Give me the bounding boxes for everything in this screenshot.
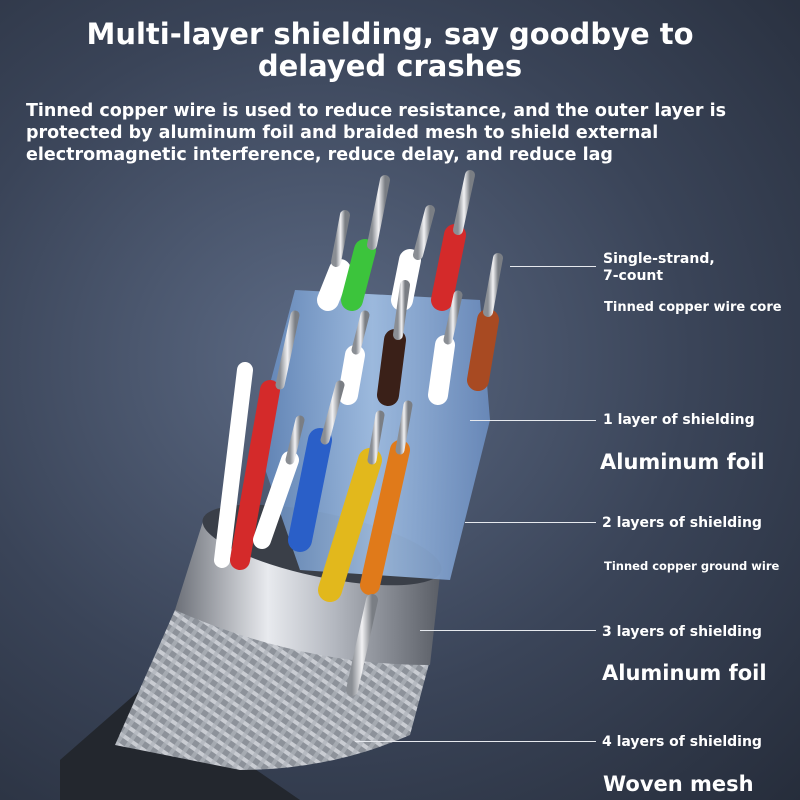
layer2-material: Tinned copper ground wire (604, 559, 780, 573)
callout-line-layer3 (420, 630, 596, 631)
layer1-label: 1 layer of shielding (603, 412, 755, 428)
core-label: Single-strand, 7-count (603, 251, 715, 284)
callout-line-layer1 (470, 420, 596, 421)
layer4-material: Woven mesh (603, 772, 754, 796)
page-description: Tinned copper wire is used to reduce res… (26, 101, 727, 165)
core-material-label: Tinned copper wire core (604, 300, 782, 315)
layer1-material: Aluminum foil (600, 450, 765, 474)
layer3-material: Aluminum foil (602, 661, 767, 685)
callout-line-layer2 (465, 522, 596, 523)
layer4-label: 4 layers of shielding (602, 734, 762, 750)
page-title: Multi-layer shielding, say goodbye to de… (86, 17, 694, 83)
callout-line-core (510, 266, 596, 267)
copper-strands (275, 170, 503, 696)
layer3-label: 3 layers of shielding (602, 624, 762, 640)
wires (214, 224, 499, 602)
callout-line-layer4 (355, 741, 596, 742)
layer2-label: 2 layers of shielding (602, 515, 762, 531)
